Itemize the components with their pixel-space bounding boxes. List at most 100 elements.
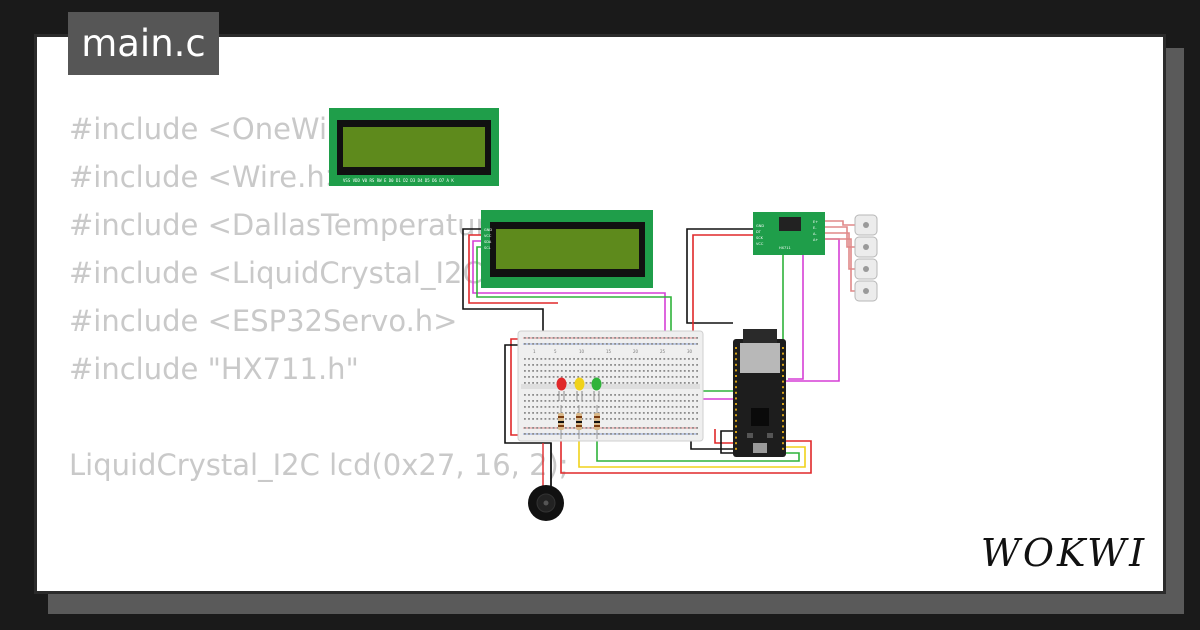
breadboard-hole bbox=[634, 358, 637, 360]
breadboard-hole bbox=[679, 382, 682, 384]
breadboard-hole bbox=[589, 376, 592, 378]
esp32-pin[interactable] bbox=[735, 363, 737, 366]
esp32-pin[interactable] bbox=[782, 408, 784, 411]
breadboard-hole bbox=[552, 418, 555, 420]
breadboard-hole bbox=[552, 412, 555, 414]
breadboard-hole bbox=[683, 406, 686, 408]
breadboard-hole bbox=[544, 364, 547, 366]
esp32-pin[interactable] bbox=[735, 408, 737, 411]
esp32-pin[interactable] bbox=[735, 442, 737, 445]
esp32-pin[interactable] bbox=[735, 419, 737, 422]
breadboard-hole bbox=[565, 418, 567, 420]
esp32-pin[interactable] bbox=[735, 425, 737, 428]
led-yellow[interactable] bbox=[574, 377, 585, 402]
esp32-pin[interactable] bbox=[782, 347, 784, 349]
load-cell[interactable] bbox=[854, 236, 878, 258]
esp32-pin[interactable] bbox=[735, 403, 737, 405]
esp32-pin[interactable] bbox=[782, 397, 784, 400]
esp32-pin[interactable] bbox=[782, 369, 784, 372]
breadboard-hole bbox=[659, 427, 662, 429]
led-red[interactable] bbox=[556, 377, 567, 402]
esp32-pin[interactable] bbox=[782, 375, 784, 377]
breadboard-hole bbox=[659, 376, 662, 378]
load-cell[interactable] bbox=[854, 214, 878, 236]
esp32-pin[interactable] bbox=[782, 363, 784, 366]
esp32-pin[interactable] bbox=[735, 386, 737, 389]
breadboard-hole bbox=[536, 394, 539, 396]
breadboard[interactable]: 1 5 10 15 20 25 30 bbox=[517, 330, 704, 442]
esp32-board[interactable] bbox=[733, 329, 786, 457]
breadboard-hole bbox=[593, 337, 596, 339]
usb-port bbox=[753, 443, 767, 453]
breadboard-hole bbox=[560, 406, 563, 408]
breadboard-hole bbox=[589, 358, 592, 360]
esp32-pin[interactable] bbox=[782, 414, 784, 417]
breadboard-hole bbox=[548, 358, 551, 360]
esp32-pin[interactable] bbox=[735, 436, 737, 439]
buzzer[interactable] bbox=[528, 443, 564, 521]
breadboard-hole bbox=[688, 400, 690, 402]
breadboard-hole bbox=[692, 343, 694, 345]
breadboard-hole bbox=[524, 418, 526, 420]
boot-button[interactable] bbox=[747, 433, 753, 438]
esp32-pin[interactable] bbox=[782, 419, 784, 422]
breadboard-hole bbox=[540, 400, 543, 402]
led-green[interactable] bbox=[591, 377, 602, 402]
breadboard-hole bbox=[565, 337, 567, 339]
esp32-pin[interactable] bbox=[782, 391, 784, 394]
esp32-pin[interactable] bbox=[782, 436, 784, 439]
hx711-module[interactable]: GND DT SCK VCC E+ E- A- A+ HX711 bbox=[753, 212, 825, 255]
esp32-pin[interactable] bbox=[735, 375, 737, 377]
load-cell[interactable] bbox=[854, 258, 878, 280]
lcd-display-parallel[interactable]: VSS VDD V0 RS RW E D0 D1 D2 D3 D4 D5 D6 … bbox=[329, 108, 499, 186]
breadboard-hole bbox=[683, 376, 686, 378]
esp32-pin[interactable] bbox=[735, 391, 737, 394]
breadboard-hole bbox=[655, 370, 657, 372]
load-cell[interactable] bbox=[854, 280, 878, 302]
breadboard-hole bbox=[671, 343, 674, 345]
esp32-pin[interactable] bbox=[782, 442, 784, 445]
breadboard-hole bbox=[593, 400, 596, 402]
breadboard-hole bbox=[642, 358, 645, 360]
breadboard-hole bbox=[606, 382, 608, 384]
resistor[interactable] bbox=[594, 405, 600, 439]
breadboard-hole bbox=[524, 427, 526, 429]
esp32-pin[interactable] bbox=[782, 425, 784, 428]
breadboard-hole bbox=[548, 343, 551, 345]
esp32-pin[interactable] bbox=[782, 386, 784, 389]
esp32-pin[interactable] bbox=[735, 347, 737, 349]
breadboard-hole bbox=[589, 418, 592, 420]
esp32-pin[interactable] bbox=[735, 369, 737, 372]
esp32-pin[interactable] bbox=[782, 403, 784, 405]
breadboard-hole bbox=[585, 418, 588, 420]
esp32-pin[interactable] bbox=[782, 431, 784, 433]
esp32-pin[interactable] bbox=[735, 358, 737, 361]
esp32-pin[interactable] bbox=[782, 352, 784, 355]
breadboard-hole bbox=[630, 343, 633, 345]
resistor[interactable] bbox=[558, 405, 564, 439]
esp32-pin[interactable] bbox=[735, 380, 737, 383]
breadboard-hole bbox=[663, 400, 666, 402]
lcd-display-i2c[interactable]: GND VCC SDA SCL bbox=[481, 210, 653, 288]
esp32-pin[interactable] bbox=[735, 352, 737, 355]
breadboard-hole bbox=[642, 400, 645, 402]
breadboard-hole bbox=[696, 382, 698, 384]
file-tab[interactable]: main.c bbox=[68, 12, 219, 75]
breadboard-hole bbox=[524, 343, 526, 345]
esp32-pin[interactable] bbox=[735, 431, 737, 433]
esp32-pin[interactable] bbox=[782, 358, 784, 361]
esp32-pin[interactable] bbox=[735, 447, 737, 450]
resistor[interactable] bbox=[576, 405, 582, 439]
breadboard-hole bbox=[565, 433, 567, 435]
code-line: LiquidCrystal_I2C lcd(0x27, 16, 2); bbox=[69, 448, 569, 482]
esp32-pin[interactable] bbox=[782, 447, 784, 450]
esp32-pin[interactable] bbox=[782, 380, 784, 383]
breadboard-hole bbox=[638, 412, 641, 414]
esp32-pin[interactable] bbox=[735, 397, 737, 400]
reset-button[interactable] bbox=[767, 433, 773, 438]
breadboard-hole bbox=[532, 427, 534, 429]
breadboard-hole bbox=[667, 412, 670, 414]
breadboard-hole bbox=[552, 382, 555, 384]
esp32-pin[interactable] bbox=[735, 414, 737, 417]
breadboard-hole bbox=[618, 394, 621, 396]
